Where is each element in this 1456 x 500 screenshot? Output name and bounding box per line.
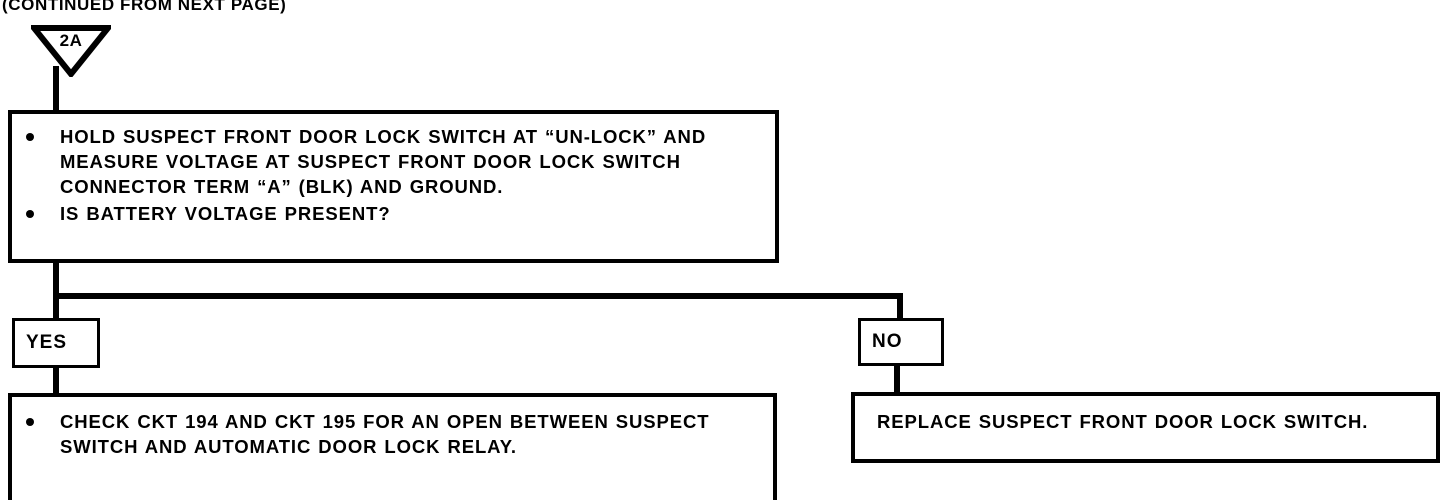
yes-label: YES <box>26 332 68 353</box>
question-box: HOLD SUSPECT FRONT DOOR LOCK SWITCH AT “… <box>8 110 779 263</box>
yes-to-result-line <box>53 366 59 396</box>
question-bullet-list: HOLD SUSPECT FRONT DOOR LOCK SWITCH AT “… <box>26 124 769 228</box>
list-item: HOLD SUSPECT FRONT DOOR LOCK SWITCH AT “… <box>26 124 769 199</box>
no-result-text: REPLACE SUSPECT FRONT DOOR LOCK SWITCH. <box>877 411 1369 432</box>
branch-horizontal-line <box>53 293 903 299</box>
question-exit-line <box>53 261 59 321</box>
continued-from-next-page-note: (CONTINUED FROM NEXT PAGE) <box>2 0 287 14</box>
connector-stem-line <box>53 66 59 112</box>
yes-result-bullet-list: CHECK CKT 194 AND CKT 195 FOR AN OPEN BE… <box>26 409 767 461</box>
bullet-icon <box>26 133 34 141</box>
yes-branch-label-box: YES <box>12 318 100 368</box>
no-to-result-line <box>894 364 900 396</box>
bullet-icon <box>26 210 34 218</box>
inverted-triangle-icon <box>31 25 111 77</box>
yes-result-box: CHECK CKT 194 AND CKT 195 FOR AN OPEN BE… <box>8 393 777 500</box>
no-result-box: REPLACE SUSPECT FRONT DOOR LOCK SWITCH. <box>851 392 1440 463</box>
yes-result-text: CHECK CKT 194 AND CKT 195 FOR AN OPEN BE… <box>60 411 710 457</box>
list-item: CHECK CKT 194 AND CKT 195 FOR AN OPEN BE… <box>26 409 767 459</box>
offpage-connector-label: 2A <box>59 31 83 50</box>
question-bullet-text-2: IS BATTERY VOLTAGE PRESENT? <box>60 203 391 224</box>
question-bullet-text-1: HOLD SUSPECT FRONT DOOR LOCK SWITCH AT “… <box>60 126 707 197</box>
no-branch-label-box: NO <box>858 318 944 366</box>
list-item: IS BATTERY VOLTAGE PRESENT? <box>26 201 769 226</box>
bullet-icon <box>26 418 34 426</box>
offpage-connector-2a: 2A <box>31 25 111 77</box>
no-branch-drop-line <box>897 293 903 321</box>
no-label: NO <box>872 331 903 352</box>
